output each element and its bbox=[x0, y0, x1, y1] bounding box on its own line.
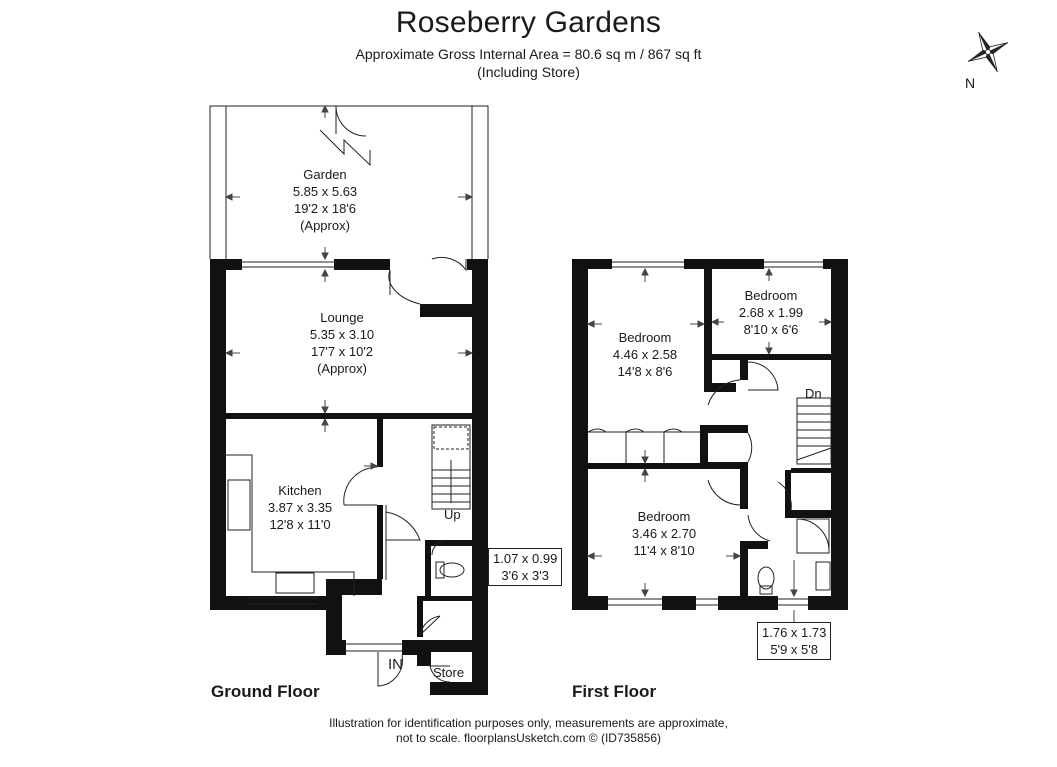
disclaimer-line-2: not to scale. floorplansUsketch.com © (I… bbox=[396, 731, 661, 745]
gf-west-wall bbox=[210, 259, 226, 610]
area-note: (Including Store) bbox=[477, 64, 580, 80]
bedroom-1-metric: 4.46 x 2.58 bbox=[612, 347, 678, 362]
bedroom-1-label: Bedroom 4.46 x 2.58 14'8 x 8'6 bbox=[613, 329, 677, 380]
north-compass-icon bbox=[967, 31, 1009, 73]
lounge-imperial: 17'7 x 10'2 bbox=[310, 344, 374, 359]
compass-north-label: N bbox=[965, 75, 976, 91]
disclaimer-line-1: Illustration for identification purposes… bbox=[329, 716, 728, 730]
kitchen-metric: 3.87 x 3.35 bbox=[267, 500, 333, 515]
bedroom-2-metric: 2.68 x 1.99 bbox=[738, 305, 804, 320]
gf-east-wall bbox=[472, 259, 488, 695]
kitchen-label: Kitchen 3.87 x 3.35 12'8 x 11'0 bbox=[268, 482, 332, 533]
garden-label: Garden 5.85 x 5.63 19'2 x 18'6 (Approx) bbox=[293, 166, 357, 234]
area-summary: Approximate Gross Internal Area = 80.6 s… bbox=[355, 46, 702, 62]
garden-note: (Approx) bbox=[300, 218, 350, 233]
bedroom-3-name: Bedroom bbox=[637, 509, 691, 524]
wc-dimensions: 1.07 x 0.99 3'6 x 3'3 bbox=[488, 548, 563, 586]
garden-metric: 5.85 x 5.63 bbox=[292, 184, 358, 199]
lounge-note: (Approx) bbox=[317, 361, 367, 376]
garden-boundary bbox=[209, 105, 489, 259]
kitchen-name: Kitchen bbox=[278, 483, 322, 498]
store-label: Store bbox=[433, 665, 465, 680]
bedroom-3-label: Bedroom 3.46 x 2.70 11'4 x 8'10 bbox=[632, 508, 696, 559]
bedroom-2-name: Bedroom bbox=[744, 288, 798, 303]
bedroom-2-imperial: 8'10 x 6'6 bbox=[743, 322, 799, 337]
garden-name: Garden bbox=[303, 167, 347, 182]
bathroom-metric: 1.76 x 1.73 bbox=[762, 625, 827, 640]
lounge-metric: 5.35 x 3.10 bbox=[309, 327, 375, 342]
ff-east-wall bbox=[831, 259, 848, 610]
bedroom-3-imperial: 11'4 x 8'10 bbox=[633, 543, 695, 558]
lounge-label: Lounge 5.35 x 3.10 17'7 x 10'2 (Approx) bbox=[310, 309, 374, 377]
bedroom-3-metric: 3.46 x 2.70 bbox=[631, 526, 697, 541]
kitchen-imperial: 12'8 x 11'0 bbox=[269, 517, 331, 532]
ground-floor-label: Ground Floor bbox=[211, 682, 320, 701]
first-stairs-label: Dn bbox=[805, 386, 822, 401]
lounge-kitchen-wall bbox=[226, 413, 472, 419]
garden-imperial: 19'2 x 18'6 bbox=[293, 201, 357, 216]
ground-stairs-label: Up bbox=[444, 507, 461, 522]
page-title: Roseberry Gardens bbox=[395, 6, 662, 39]
first-floor-label: First Floor bbox=[572, 682, 657, 701]
gf-south-wall-kitchen bbox=[210, 596, 328, 610]
ff-west-wall bbox=[572, 259, 588, 610]
lounge-name: Lounge bbox=[320, 310, 364, 325]
bathroom-dimensions: 1.76 x 1.73 5'9 x 5'8 bbox=[757, 622, 832, 660]
wc-metric: 1.07 x 0.99 bbox=[493, 551, 558, 566]
bedroom-2-label: Bedroom 2.68 x 1.99 8'10 x 6'6 bbox=[739, 287, 803, 338]
bedroom-1-name: Bedroom bbox=[618, 330, 672, 345]
wc-imperial: 3'6 x 3'3 bbox=[501, 568, 549, 583]
bedroom-1-imperial: 14'8 x 8'6 bbox=[617, 364, 673, 379]
entrance-label: IN bbox=[388, 656, 403, 673]
bathroom-imperial: 5'9 x 5'8 bbox=[770, 642, 818, 657]
